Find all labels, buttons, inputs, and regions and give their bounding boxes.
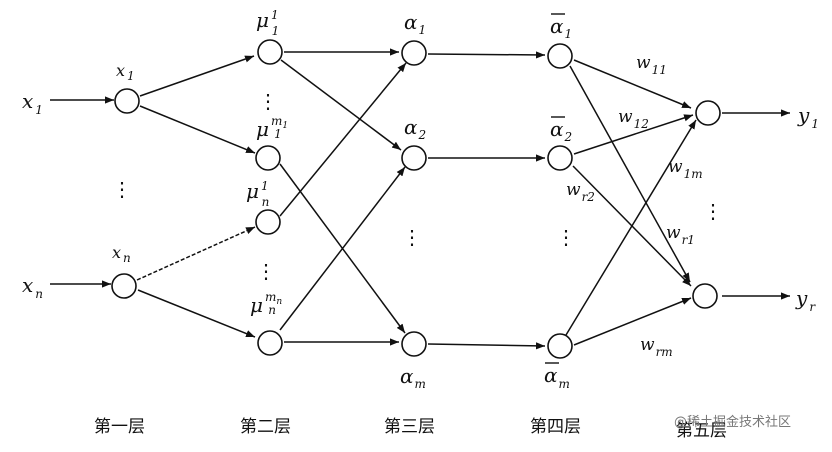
watermark: @稀土掘金技术社区 [674, 414, 791, 430]
label-wrm: wrm [640, 335, 673, 359]
node-mun1 [255, 209, 281, 235]
node-abm [547, 333, 573, 359]
caption-layer-4: 第四层 [530, 417, 581, 437]
label-ab1: α1 [550, 14, 572, 41]
label-am: αm [400, 364, 426, 391]
node-munm [257, 330, 283, 356]
node-a1 [401, 40, 427, 66]
edge-ab2-y1 [573, 114, 694, 155]
node-x1 [114, 88, 140, 114]
ellipsis-layer5: ⋮ [703, 199, 723, 223]
node-ab1 [547, 43, 573, 69]
caption-layer-2: 第二层 [240, 417, 291, 437]
edge-mun1-a1 [279, 62, 407, 217]
edge-munm-a2 [279, 166, 406, 331]
edge-ab1-y1 [573, 59, 692, 109]
edge-x1-mu1m [139, 105, 256, 154]
label-wr1: wr1 [666, 223, 695, 247]
caption-layer-1: 第一层 [94, 417, 145, 437]
node-mu1m [255, 145, 281, 171]
ellipsis-layer1: ⋮ [112, 177, 132, 201]
edge-xn-mun1 [136, 226, 256, 281]
edge-abm-yr [573, 297, 692, 346]
node-ab2 [547, 145, 573, 171]
caption-layer-3: 第三层 [384, 417, 435, 437]
label-w1m: w1m [668, 157, 703, 181]
edge-x1-mu11 [139, 55, 255, 97]
label-wr2: wr2 [566, 180, 595, 204]
edge-xn-munm [137, 289, 256, 338]
label-a1: α1 [404, 10, 426, 37]
node-a2 [401, 145, 427, 171]
edge-am-abm [427, 342, 546, 350]
node-xn [111, 273, 137, 299]
ellipsis-layer2-top: ⋮ [258, 89, 278, 113]
edge-abm-y1 [565, 119, 697, 336]
label-ab2: α2 [550, 117, 572, 144]
label-w11: w11 [636, 53, 667, 77]
node-yr [692, 283, 718, 309]
label-a2: α2 [404, 115, 426, 142]
edge-a1-ab1 [427, 51, 546, 59]
node-y1 [695, 100, 721, 126]
caption-layer-5: 第五层 [676, 421, 727, 441]
ellipsis-layer4: ⋮ [556, 225, 576, 249]
label-w12: w12 [618, 107, 649, 131]
node-mu11 [257, 39, 283, 65]
ellipsis-layer2-bottom: ⋮ [256, 259, 276, 283]
node-am [401, 331, 427, 357]
ellipsis-layer3: ⋮ [402, 225, 422, 249]
edge-ab1-yr [569, 65, 691, 283]
label-abm: αm [544, 363, 570, 391]
edge-mu11-a2 [280, 59, 402, 151]
